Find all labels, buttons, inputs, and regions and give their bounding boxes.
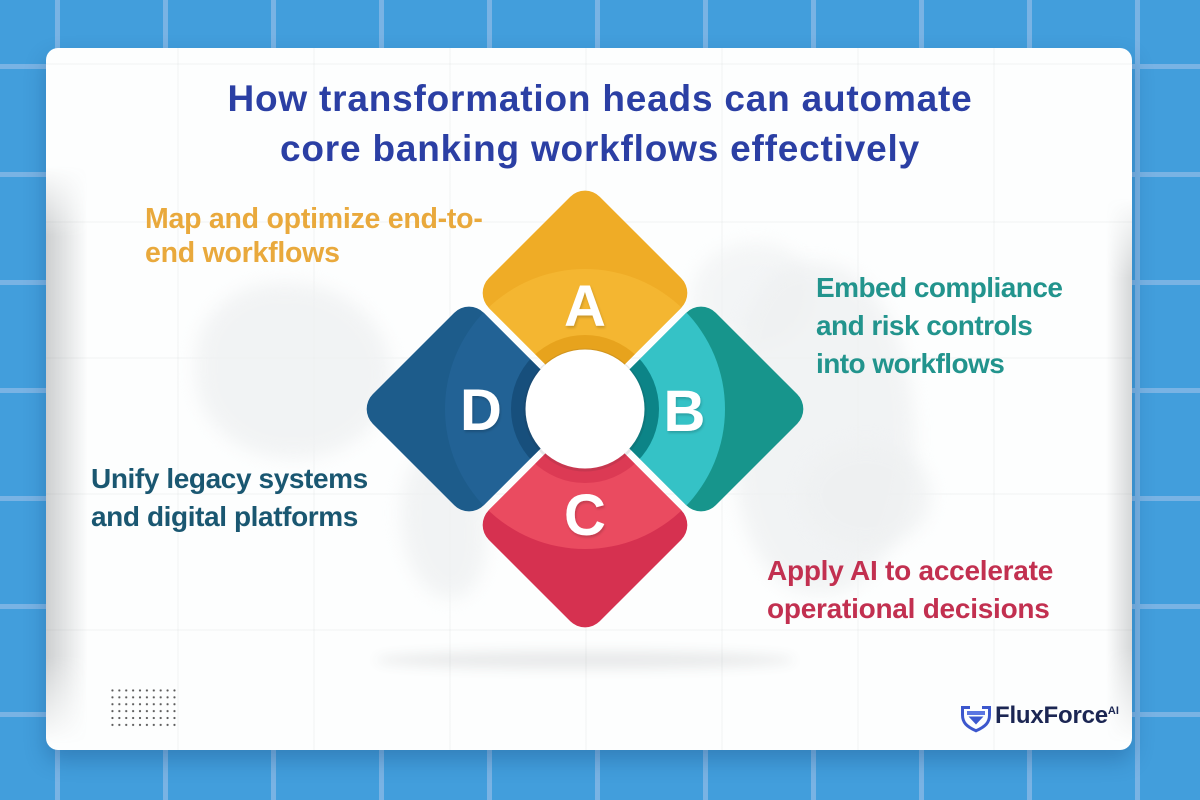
svg-text:A: A: [564, 274, 606, 339]
svg-text:B: B: [664, 379, 706, 444]
svg-text:D: D: [460, 378, 502, 443]
svg-text:C: C: [564, 483, 606, 548]
